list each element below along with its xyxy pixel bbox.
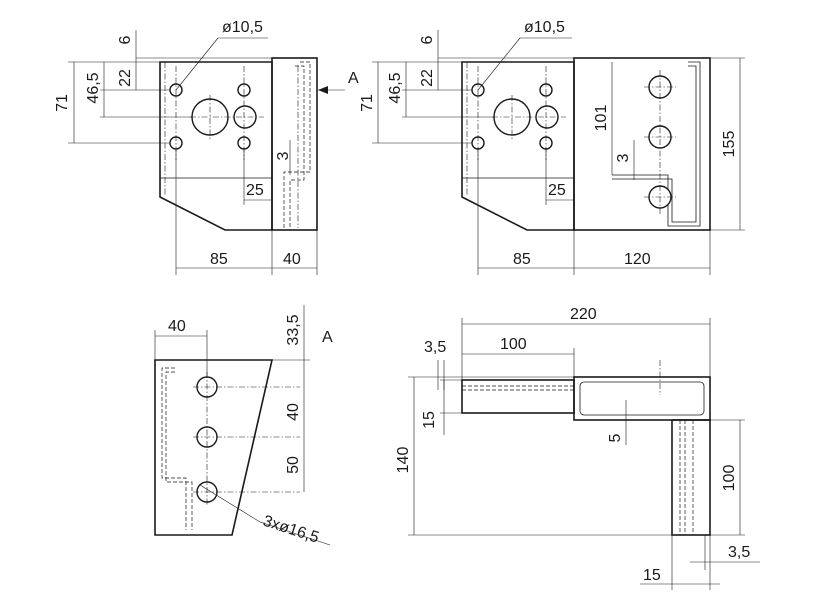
dim-46-5-b: 46,5 — [387, 72, 404, 103]
plate-outline — [159, 61, 273, 231]
dim-6-b: 6 — [419, 35, 436, 44]
dim-25: 25 — [246, 182, 264, 199]
flange-inner-2 — [612, 65, 697, 223]
dim-120: 120 — [624, 251, 651, 268]
dim-100-h: 100 — [500, 336, 527, 353]
dim-22-b: 22 — [419, 69, 436, 87]
dim-5: 5 — [607, 433, 624, 442]
dim-3-5-b: 3,5 — [728, 544, 750, 561]
view-a-outline — [154, 359, 274, 536]
dim-25-b: 25 — [548, 182, 566, 199]
top-arm-outline — [461, 379, 575, 414]
dim-46-5: 46,5 — [85, 72, 102, 103]
dim-50: 50 — [285, 456, 302, 474]
top-box-outline — [573, 376, 711, 421]
dim-3x-dia-16-5: 3xø16,5 — [261, 513, 321, 547]
dim-155: 155 — [721, 131, 738, 158]
dim-40-a: 40 — [168, 318, 186, 335]
dim-71-b: 71 — [359, 94, 376, 112]
dim-33-5: 33,5 — [285, 314, 302, 345]
dim-22: 22 — [117, 69, 134, 87]
dims-view-top: 220 100 3,5 15 140 5 100 3,5 15 — [395, 306, 760, 590]
dim-3-5: 3,5 — [424, 339, 446, 356]
dim-dia-10-5-b: ø10,5 — [524, 19, 565, 36]
flange-hidden — [283, 61, 311, 228]
view-top — [461, 360, 711, 536]
dim-140: 140 — [395, 447, 412, 474]
dim-15-h: 15 — [643, 567, 661, 584]
view-front-left — [159, 57, 318, 231]
view-label-a: A — [348, 70, 359, 87]
flange-inner — [612, 61, 701, 227]
dim-15-v: 15 — [421, 411, 438, 429]
view-a — [154, 359, 300, 536]
dim-6: 6 — [117, 35, 134, 44]
dim-40-v: 40 — [285, 403, 302, 421]
dims-view2: 71 46,5 22 6 ø10,5 101 3 25 155 85 120 — [359, 19, 745, 275]
dim-220: 220 — [570, 306, 597, 323]
dim-101: 101 — [593, 105, 610, 132]
dim-85-b: 85 — [513, 251, 531, 268]
dims-view1: 71 46,5 22 6 ø10,5 A 3 25 85 40 — [54, 19, 359, 275]
top-box-inner — [579, 381, 705, 416]
dim-40: 40 — [283, 251, 301, 268]
plate-outline-2 — [461, 61, 575, 231]
dim-71: 71 — [54, 94, 71, 112]
flange-hidden-2 — [289, 65, 305, 228]
dim-3: 3 — [275, 151, 292, 160]
top-leg-outline — [671, 419, 711, 536]
section-label-a: A — [322, 329, 333, 346]
dim-85: 85 — [210, 251, 228, 268]
dims-view-a: 40 33,5 40 50 A 3xø16,5 — [154, 305, 333, 547]
dim-dia-10-5: ø10,5 — [222, 19, 263, 36]
view-front-right — [461, 57, 711, 231]
flange-outline — [271, 57, 318, 231]
dim-3-b: 3 — [615, 153, 632, 162]
flange-outline-2 — [573, 57, 711, 231]
dim-100-v: 100 — [721, 465, 738, 492]
